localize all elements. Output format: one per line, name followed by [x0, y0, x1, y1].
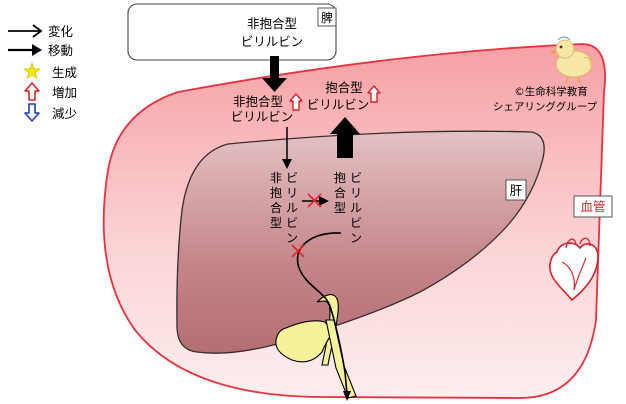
legend-increase: 増加: [24, 82, 77, 101]
svg-text:ル: ル: [350, 201, 362, 215]
svg-text:抱: 抱: [270, 185, 282, 200]
legend-decrease-label: 減少: [52, 106, 77, 121]
svg-text:ビ: ビ: [350, 171, 362, 185]
conjugation-block-cross: [307, 193, 322, 208]
blood-unconjugated-line2: ビリルビン: [231, 109, 294, 124]
legend: 変化 移動 生成 増加 減少: [8, 24, 77, 122]
blood-conjugated-line2: ビリルビン: [307, 97, 370, 112]
legend-change: 変化: [8, 24, 74, 39]
blood-conjugated-line1: 抱合型: [325, 80, 363, 95]
heart-icon: [549, 237, 599, 302]
liver-shape: [176, 130, 545, 354]
copyright-line2: シェアリンググループ: [493, 100, 598, 113]
svg-text:ン: ン: [286, 231, 298, 245]
svg-text:ビ: ビ: [286, 171, 298, 185]
right-arrow-icon: [8, 24, 43, 38]
bile-flow-path: [296, 232, 348, 395]
chick-icon: [550, 36, 593, 85]
down-arrow-icon: [24, 103, 40, 122]
up-arrow-icon: [289, 93, 303, 111]
spleen-label-box: [317, 7, 337, 27]
down-arrow-icon: [343, 391, 351, 401]
liver-label-box: [505, 179, 527, 201]
spleen-box: [127, 3, 337, 61]
up-arrow-icon: [24, 82, 40, 101]
svg-text:ビ: ビ: [350, 216, 362, 230]
right-arrow-icon: [8, 44, 42, 56]
legend-move-label: 移動: [48, 43, 73, 58]
svg-text:ビ: ビ: [286, 216, 298, 230]
legend-move: 移動: [8, 43, 73, 58]
star-icon: [23, 62, 41, 80]
svg-text:リ: リ: [350, 186, 362, 200]
svg-text:ル: ル: [286, 201, 298, 215]
blood-vessel-label: 血管: [580, 199, 605, 214]
bile-duct: [275, 294, 357, 399]
legend-produce-label: 生成: [52, 65, 77, 80]
svg-text:合: 合: [334, 185, 346, 200]
legend-produce: 生成: [23, 62, 77, 80]
legend-decrease: 減少: [24, 103, 77, 122]
liver-conjugated-vertical-label: 抱 合 型 ビ リ ル ビ ン: [334, 170, 362, 245]
spleen-bilirubin-line2: ビリルビン: [241, 34, 304, 49]
spleen-to-blood-arrow: [262, 56, 287, 92]
liver-label: 肝: [510, 183, 523, 198]
svg-text:ン: ン: [350, 231, 362, 245]
legend-change-label: 変化: [48, 24, 74, 39]
svg-text:型: 型: [270, 216, 282, 230]
blood-unconjugated-line1: 非抱合型: [233, 94, 283, 109]
svg-text:型: 型: [334, 201, 346, 215]
svg-text:リ: リ: [286, 186, 298, 200]
bile-excretion-block-cross: [291, 244, 305, 258]
spleen-label: 脾: [321, 10, 333, 25]
liver-unconjugated-vertical-label: 非 抱 合 型 ビ リ ル ビ ン: [270, 171, 298, 245]
svg-text:合: 合: [270, 200, 282, 215]
up-arrow-icon: [367, 85, 381, 103]
blood-vessel-label-box: [573, 195, 613, 218]
spleen-bilirubin-line1: 非抱合型: [247, 16, 297, 31]
copyright-line1: ©生命科学教育: [514, 85, 588, 98]
liver-to-blood-arrow: [330, 117, 360, 158]
svg-text:抱: 抱: [334, 170, 346, 185]
svg-text:非: 非: [270, 171, 282, 185]
legend-increase-label: 増加: [52, 85, 77, 100]
